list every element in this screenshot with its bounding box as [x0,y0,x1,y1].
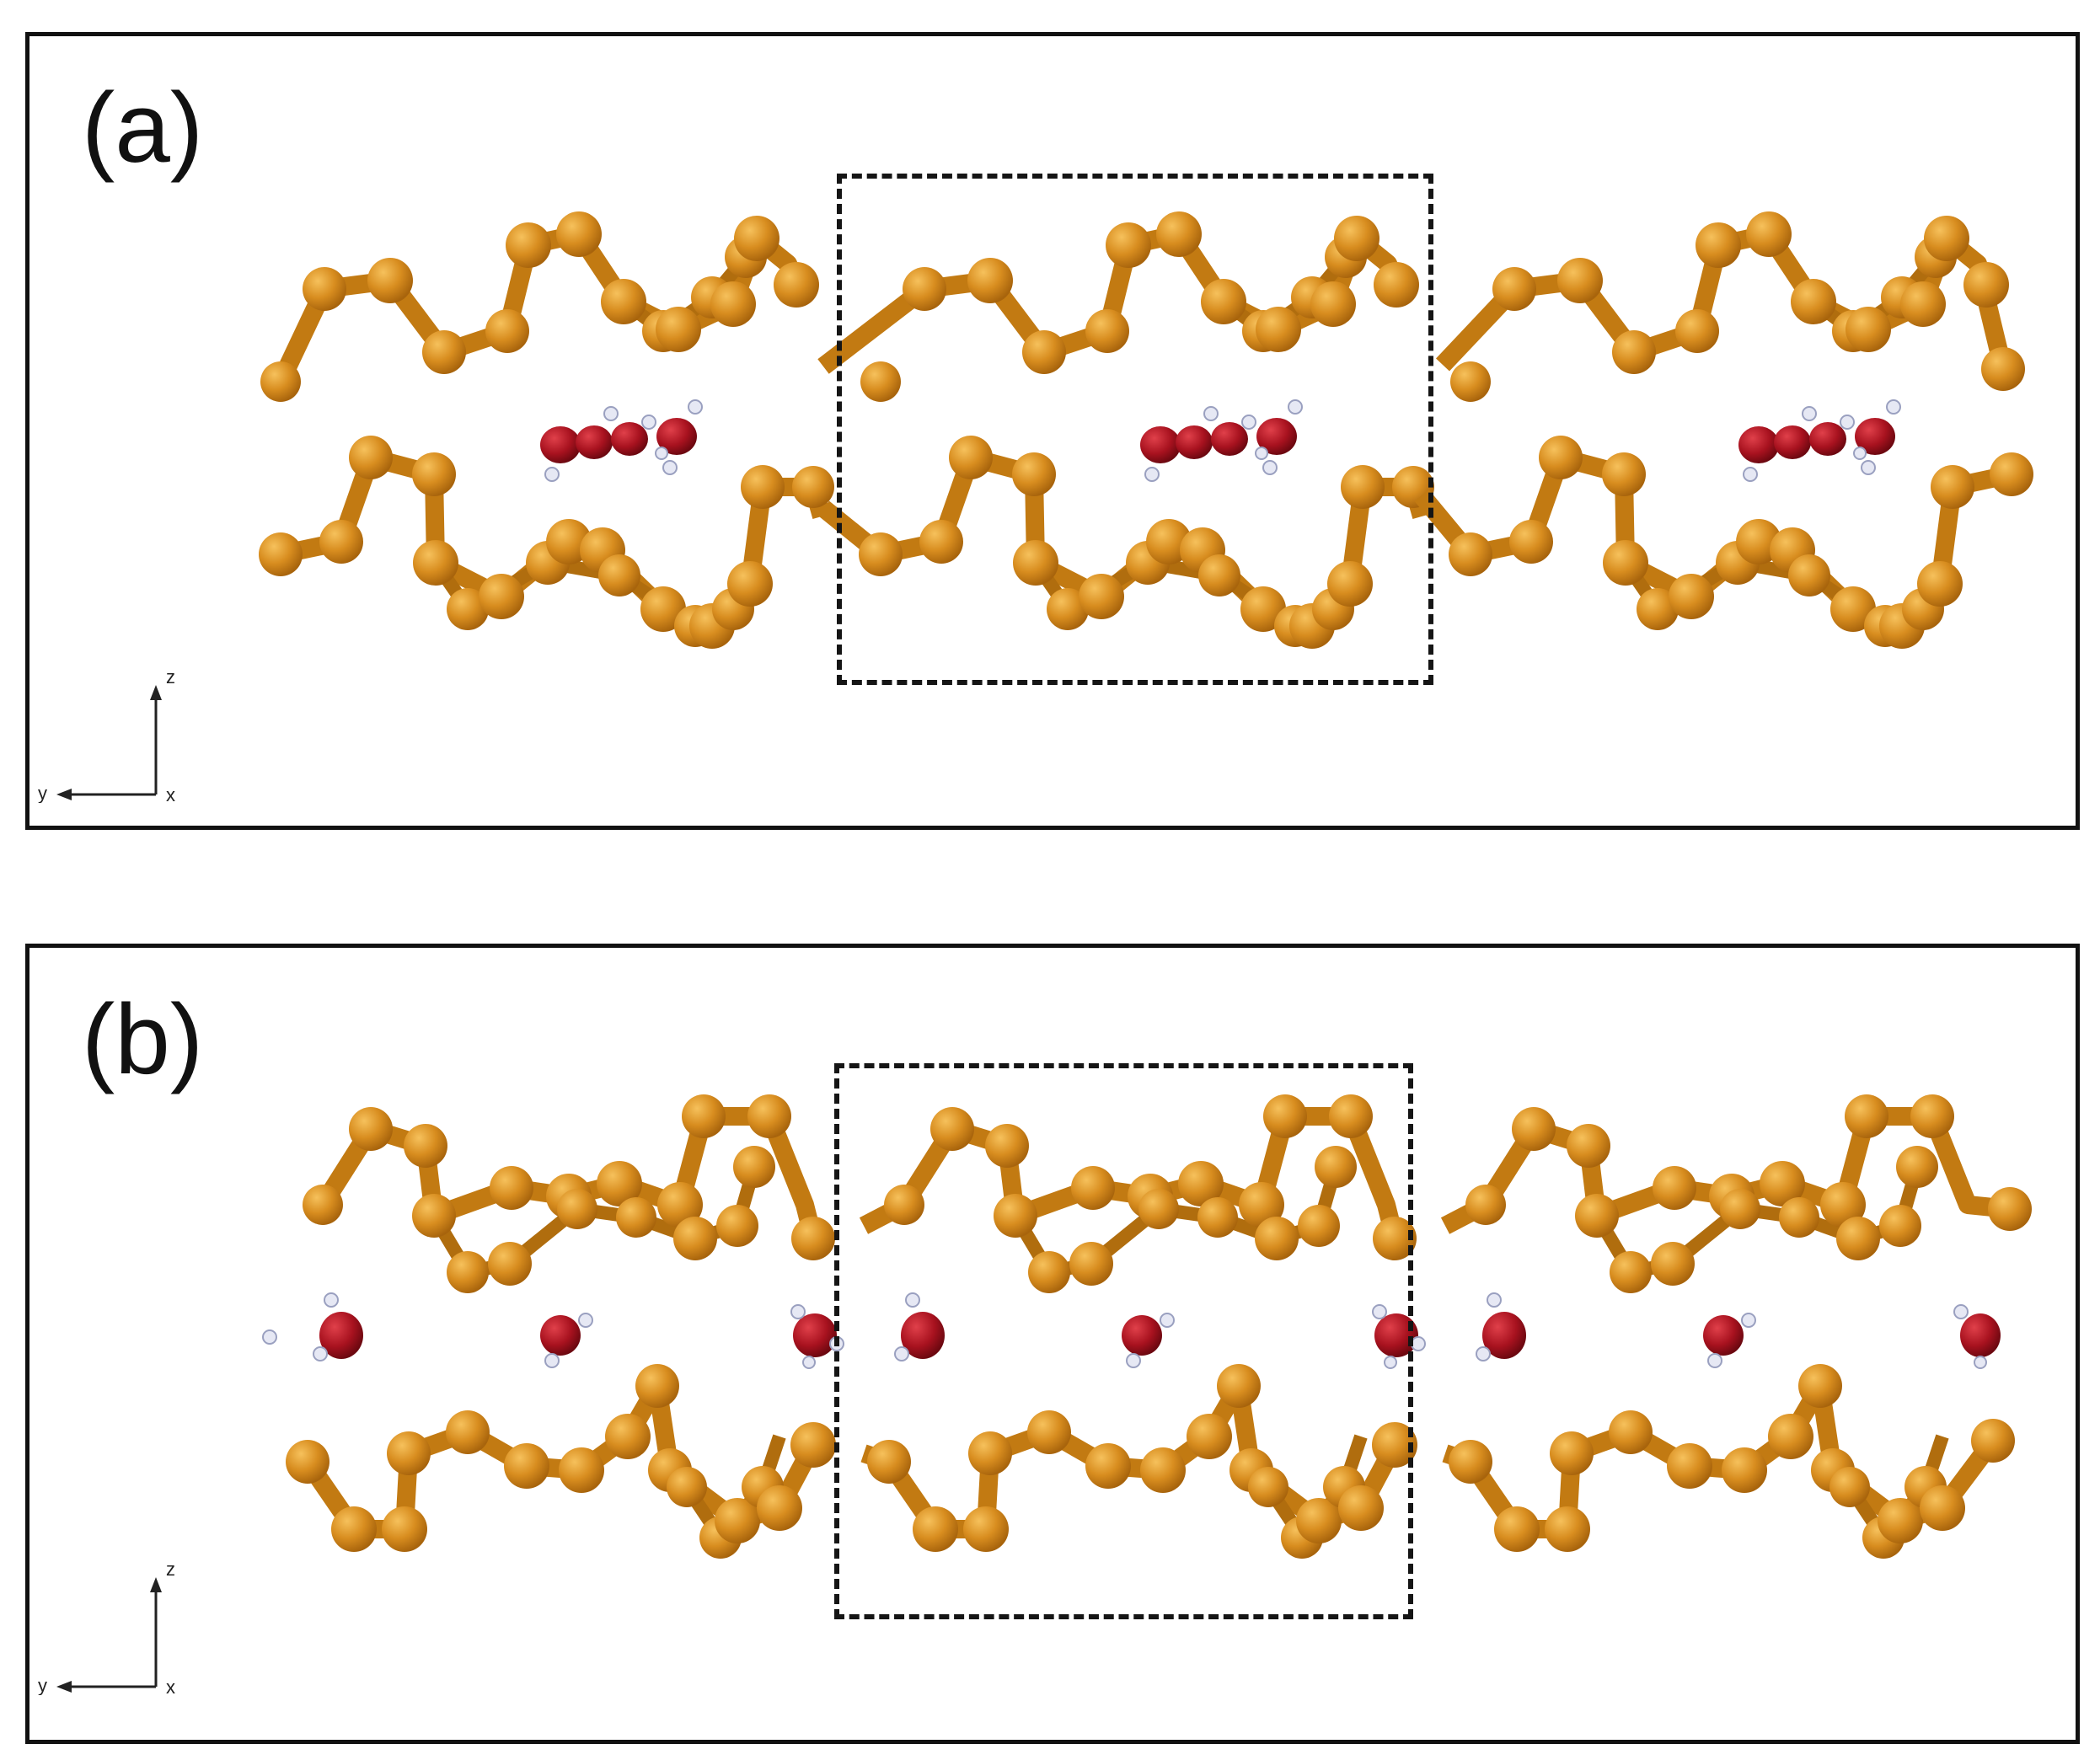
chain-segment [1414,436,2033,649]
y-axis-label: y [38,783,47,803]
panel-a: (a) [25,32,2080,830]
y-axis-label: y [38,1675,47,1695]
chain-segment [817,436,1434,649]
molecule-cluster [1476,1292,2001,1369]
chain-segment [1442,1364,2015,1559]
y-arrow-icon [56,789,72,800]
lower-chain-b [286,1364,2015,1559]
chain-segment [286,1364,836,1559]
chain-segment [259,436,834,649]
chain-segment [817,211,1419,402]
chain-segment [860,1364,1417,1559]
axis-triad-a: z y x [38,666,175,803]
molecule-cluster [540,399,703,482]
unit-cell-box-a [837,174,1433,685]
upper-chain-b [303,1094,2032,1293]
upper-chain-a [260,211,2025,402]
structure-view-a [259,211,2033,649]
interlayer-molecules-b [262,1292,2001,1369]
molecule-cluster [1738,399,1901,482]
chain-segment [260,211,819,402]
lower-chain-a [259,436,2033,649]
molecule-cluster [894,1292,1426,1369]
panel-b: (b) [25,944,2080,1744]
chain-segment [1436,211,2025,402]
molecule-cluster [1140,399,1303,482]
panel-label-b: (b) [82,984,204,1095]
z-arrow-icon [150,1577,162,1592]
chain-segment [859,1094,1417,1293]
x-axis-label: x [166,784,175,803]
chain-segment [303,1094,835,1293]
molecule-cluster [262,1292,844,1369]
interlayer-molecules-a [540,399,1901,482]
z-axis-label: z [166,1559,175,1580]
chain-segment [1440,1094,2032,1293]
x-axis-label: x [166,1677,175,1695]
z-arrow-icon [150,685,162,700]
y-arrow-icon [56,1681,72,1693]
z-axis-label: z [166,666,175,687]
structure-view-b [262,1094,2032,1559]
axis-triad-b: z y x [38,1559,175,1695]
unit-cell-box-b [834,1063,1413,1619]
panel-label-a: (a) [82,72,204,184]
